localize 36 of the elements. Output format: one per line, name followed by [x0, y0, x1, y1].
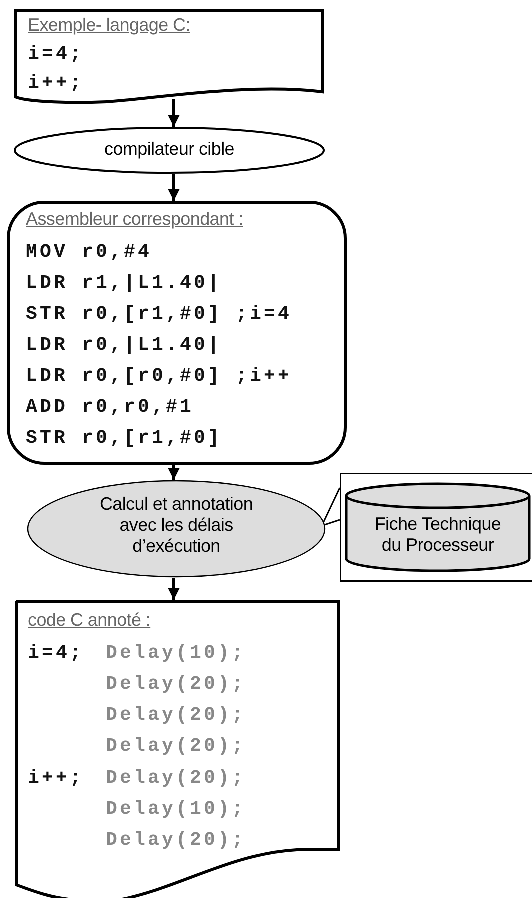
code-line: i++; — [28, 72, 84, 94]
process-ellipse — [27, 480, 326, 578]
code-line: LDR r0,[r0,#0] ;i++ — [26, 365, 292, 387]
heading-text: code C annoté : — [28, 610, 151, 631]
heading-text: Exemple- langage C: — [28, 15, 190, 36]
label-text: Fiche Technique du Processeur — [374, 514, 502, 556]
arrow — [168, 99, 180, 127]
document-shape — [15, 600, 340, 898]
code-line: Delay(20); — [106, 767, 246, 789]
process-ellipse — [14, 127, 325, 174]
code-line: STR r0,[r1,#0] ;i=4 — [26, 303, 292, 325]
heading-text: Assembleur correspondant : — [26, 209, 244, 230]
label-text: compilateur cible — [104, 139, 236, 160]
code-line: STR r0,[r1,#0] — [26, 427, 222, 449]
code-line: ADD r0,r0,#1 — [26, 396, 194, 418]
code-line: Delay(10); — [106, 642, 246, 664]
code-line: Delay(20); — [106, 673, 246, 695]
code-line: Delay(20); — [106, 735, 246, 757]
callout-frame — [340, 473, 532, 582]
rounded-box — [7, 201, 347, 465]
code-line: Delay(20); — [106, 704, 246, 726]
code-line: i++; — [28, 767, 84, 789]
code-line: Delay(10); — [106, 798, 246, 820]
code-line: i=4; — [28, 43, 84, 65]
code-line: Delay(20); — [106, 829, 246, 851]
arrow — [168, 174, 180, 201]
arrow — [168, 578, 180, 600]
code-line: LDR r0,|L1.40| — [26, 334, 222, 356]
code-line: LDR r1,|L1.40| — [26, 272, 222, 294]
arrow — [168, 465, 180, 480]
code-line: MOV r0,#4 — [26, 241, 152, 263]
callout-pointer — [320, 487, 341, 528]
database-cylinder — [345, 482, 531, 573]
label-text: Calcul et annotation avec les délais d’exécution — [98, 494, 254, 557]
document-shape — [14, 9, 324, 105]
code-line: i=4; — [28, 642, 84, 664]
